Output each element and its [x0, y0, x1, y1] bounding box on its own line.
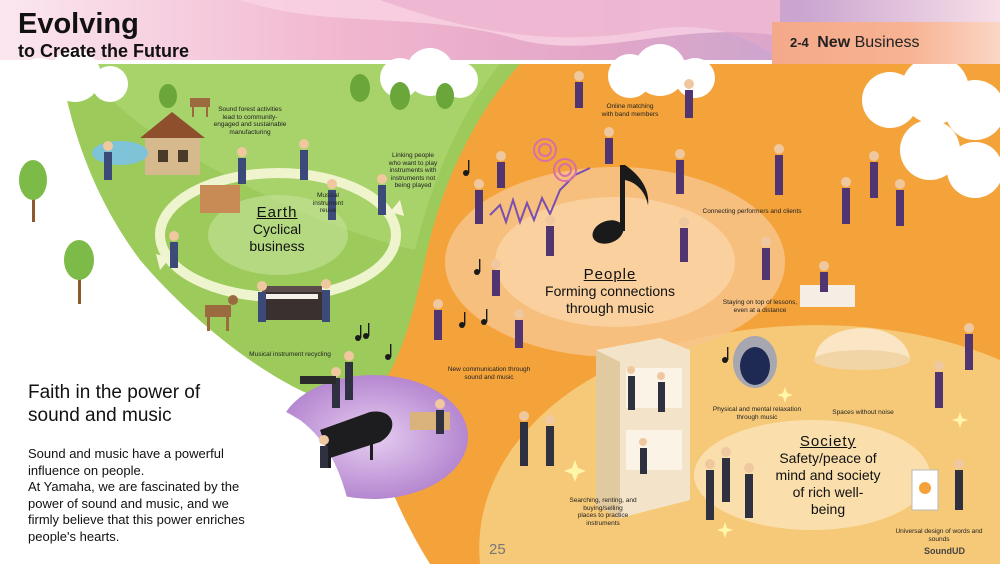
section-tag: 2-4 New Business [772, 22, 1000, 64]
caption-line: Staying on top of lessons, [722, 299, 798, 306]
page-title: Evolving [18, 8, 139, 40]
caption-line: being played [394, 182, 432, 189]
caption-line: Universal design of words and [895, 528, 983, 535]
caption-line: Online matching [606, 103, 654, 110]
section-number: 2-4 [790, 35, 809, 50]
people-desc-line1: Forming connections [545, 283, 675, 299]
earth-title: Earth [256, 204, 298, 221]
caption-line: Linking people [392, 152, 434, 159]
sound-wave [533, 138, 577, 182]
page-subtitle: to Create the Future [18, 41, 190, 61]
caption-relaxation: Physical and mental relaxation through m… [705, 406, 809, 421]
intro-body-line: power of sound and music, and we [28, 495, 229, 511]
caption-new-communication: New communication through sound and musi… [434, 366, 544, 381]
caption-linking-people: Linking people who want to play instrume… [378, 152, 448, 190]
keyboard-icon [300, 376, 336, 384]
caption-line: even at a distance [733, 306, 787, 314]
sparkle-icon [564, 387, 968, 538]
people-title: People [583, 266, 637, 283]
section-name-rest: Business [854, 34, 920, 51]
caption-line: places to practice [577, 512, 629, 519]
caption-recycling: Musical instrument recycling [240, 351, 340, 359]
caption-line: manufacturing [229, 128, 271, 136]
caption-line: sound and music [464, 373, 514, 381]
caption-lessons: Staying on top of lessons, even at a dis… [712, 299, 808, 314]
society-title: Society [799, 433, 857, 450]
intro-body-line: At Yamaha, we are fascinated by the [28, 479, 240, 494]
music-note-icon [355, 160, 729, 363]
caption-line: who want to play [388, 159, 438, 167]
people-desc-line2: through music [566, 300, 654, 316]
caption-spaces: Spaces without noise [826, 409, 900, 417]
earth-zone-label: Earth Cyclical business [222, 204, 332, 255]
caption-line: Spaces without noise [832, 409, 894, 416]
music-note-icon [592, 165, 649, 244]
caption-line: New communication through [447, 366, 531, 373]
cloud-icon [18, 44, 1000, 198]
society-desc-line3: of rich well- [792, 484, 864, 500]
intro-body-line: people's hearts. [28, 528, 120, 544]
caption-line: Sound forest activities [218, 106, 282, 113]
sound-wave [489, 167, 591, 226]
section-name-bold: New [817, 34, 851, 51]
caption-line: engaged and sustainable [213, 121, 287, 128]
society-desc-line2: mind and society [775, 467, 881, 483]
earth-desc-line2: business [249, 238, 305, 254]
caption-line: buying/selling [583, 504, 623, 512]
workshop-house [140, 112, 205, 175]
intro-body-line: Sound and music have a powerful [28, 446, 224, 461]
recycle-arrow-icon [156, 254, 170, 270]
caption-sound-forest: Sound forest activities lead to communit… [200, 106, 300, 136]
caption-searching: Searching, renting, and buying/selling p… [563, 497, 643, 527]
caption-line: instruments [586, 519, 620, 527]
caption-line: Connecting performers and clients [702, 208, 802, 215]
page-number: 25 [489, 541, 506, 558]
soundud-logo: SoundUD [924, 546, 965, 556]
society-desc-line1: Safety/peace of [779, 450, 877, 466]
caption-line: instruments not [390, 174, 436, 182]
caption-line: instrument [312, 199, 344, 207]
tree-icon [19, 160, 94, 304]
intro-heading-line: Faith in the power of [28, 382, 201, 403]
pond [92, 141, 148, 165]
person-icon [103, 71, 974, 520]
caption-universal: Universal design of words and sounds [886, 528, 992, 543]
caption-line: reuse [319, 207, 337, 214]
tree-icon [159, 74, 454, 110]
intro-body: Sound and music have a powerful influenc… [28, 446, 318, 545]
piano-icon [320, 411, 393, 468]
sofa [800, 285, 855, 307]
recycle-arrow-icon [390, 200, 404, 216]
society-desc-line4: being [810, 501, 846, 517]
caption-reuse: Musical instrument reuse [306, 192, 350, 215]
caption-line: Musical [316, 192, 340, 199]
caption-online-matching: Online matching with band members [595, 103, 665, 118]
people-zone-label: People Forming connections through music [530, 266, 690, 317]
caption-line: with band members [601, 110, 659, 118]
intro-heading: Faith in the power of sound and music [28, 381, 268, 427]
caption-line: through music [736, 413, 778, 421]
practice-building [596, 338, 690, 518]
piano-icon [262, 286, 322, 320]
caption-line: Musical instrument recycling [249, 351, 331, 358]
intro-body-line: firmly believe that this power enriches [28, 512, 245, 527]
society-zone-label: Society Safety/peace of mind and society… [753, 433, 903, 518]
intro-body-line: influence on people. [28, 462, 145, 478]
caption-line: Searching, renting, and [569, 497, 637, 504]
deer-icon [190, 98, 238, 331]
caption-connecting: Connecting performers and clients [692, 208, 812, 216]
caption-line: Physical and mental relaxation [712, 406, 802, 413]
earth-desc-line1: Cyclical [252, 221, 302, 237]
caption-line: instruments with [389, 167, 437, 174]
wood-stack [200, 185, 240, 213]
caption-line: lead to community- [222, 113, 278, 121]
caption-line: sounds [928, 535, 950, 543]
intro-heading-line: sound and music [28, 405, 172, 426]
